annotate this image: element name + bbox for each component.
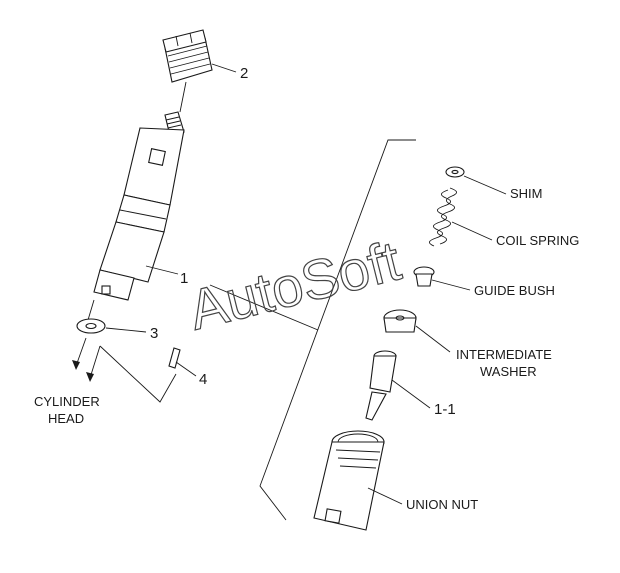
direction-arrows bbox=[72, 337, 177, 403]
axis-line-upper bbox=[179, 81, 187, 113]
label-coil-spring: COIL SPRING bbox=[496, 233, 579, 248]
label-guide-bush: GUIDE BUSH bbox=[474, 283, 555, 298]
dowel-pin-part-4 bbox=[168, 347, 181, 369]
axis-line-lower bbox=[87, 299, 95, 321]
label-intermediate-1: INTERMEDIATE bbox=[456, 347, 552, 362]
intermediate-washer-part bbox=[383, 309, 417, 333]
autosoft-watermark: AutoSoft bbox=[183, 228, 407, 341]
nozzle-part-1-1 bbox=[365, 350, 397, 421]
label-shim: SHIM bbox=[510, 186, 543, 201]
coil-spring-part bbox=[429, 187, 457, 247]
callout-4: 4 bbox=[199, 371, 207, 388]
guide-bush-part bbox=[413, 266, 435, 287]
retaining-nut-part-2 bbox=[162, 29, 213, 83]
callout-1-1: 1-1 bbox=[434, 401, 456, 418]
label-cylinder-head-1: CYLINDER bbox=[34, 394, 100, 409]
callout-2: 2 bbox=[240, 65, 248, 82]
label-union-nut: UNION NUT bbox=[406, 497, 478, 512]
leader-1-to-bracket bbox=[209, 284, 319, 331]
leader-1 bbox=[145, 265, 179, 275]
washer-part-3 bbox=[76, 318, 106, 334]
label-intermediate-2: WASHER bbox=[480, 364, 537, 379]
callout-3: 3 bbox=[150, 325, 158, 342]
exploded-view-bracket bbox=[259, 139, 416, 521]
union-nut-part bbox=[313, 430, 385, 531]
shim-part bbox=[445, 166, 465, 178]
injector-body-part-1 bbox=[93, 111, 185, 301]
label-cylinder-head-2: HEAD bbox=[48, 411, 84, 426]
leader-lines bbox=[105, 63, 507, 505]
callout-1: 1 bbox=[180, 270, 188, 287]
